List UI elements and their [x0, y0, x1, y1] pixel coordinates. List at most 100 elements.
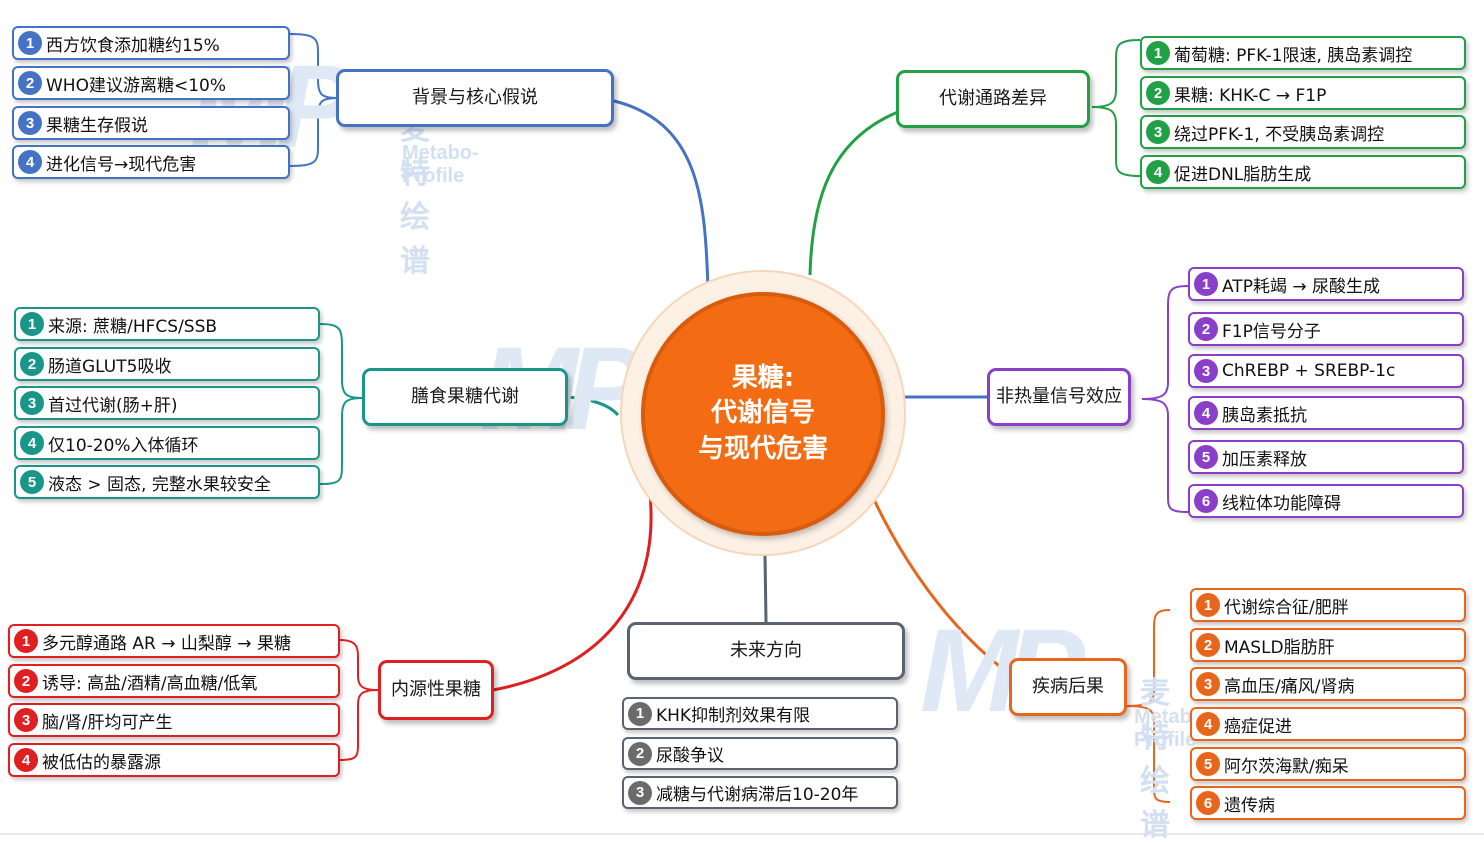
leaf-label: 葡萄糖: PFK-1限速, 胰岛素调控 [1174, 45, 1413, 66]
number-badge: 3 [1196, 672, 1220, 696]
leaf-signal-2[interactable]: 2 F1P信号分子 [1188, 312, 1464, 346]
leaf-endogenous-1[interactable]: 1 多元醇通路 AR → 山梨醇 → 果糖 [8, 624, 340, 658]
leaf-signal-3[interactable]: 3 ChREBP + SREBP-1c [1188, 354, 1464, 388]
branch-background[interactable]: 背景与核心假说 [336, 69, 614, 127]
leaf-disease-2[interactable]: 2 MASLD脂肪肝 [1190, 628, 1466, 662]
leaf-label: 西方饮食添加糖约15% [46, 35, 220, 56]
leaf-dietary-5[interactable]: 5 液态 > 固态, 完整水果较安全 [14, 465, 320, 499]
leaf-label: 促进DNL脂肪生成 [1174, 164, 1312, 185]
leaf-disease-3[interactable]: 3 高血压/痛风/肾病 [1190, 667, 1466, 701]
leaf-label: 绕过PFK-1, 不受胰岛素调控 [1174, 124, 1385, 145]
number-badge: 6 [1194, 489, 1218, 513]
number-badge: 2 [20, 352, 44, 376]
number-badge: 6 [1196, 791, 1220, 815]
connector-background [609, 98, 710, 289]
number-badge: 1 [20, 312, 44, 336]
leaf-signal-4[interactable]: 4 胰岛素抵抗 [1188, 396, 1464, 430]
number-badge: 2 [18, 71, 42, 95]
number-badge: 4 [1194, 401, 1218, 425]
leaf-disease-1[interactable]: 1 代谢综合征/肥胖 [1190, 588, 1466, 622]
branch-dietary[interactable]: 膳食果糖代谢 [362, 368, 568, 426]
leaf-label: 阿尔茨海默/痴呆 [1224, 756, 1349, 777]
leaf-future-2[interactable]: 2 尿酸争议 [622, 737, 898, 770]
leaf-metabolic-1[interactable]: 1 葡萄糖: PFK-1限速, 胰岛素调控 [1140, 36, 1466, 70]
connector-future [763, 554, 768, 623]
number-badge: 3 [20, 391, 44, 415]
number-badge: 2 [1146, 81, 1170, 105]
branch-disease[interactable]: 疾病后果 [1009, 658, 1127, 716]
number-badge: 1 [14, 629, 38, 653]
leaf-signal-6[interactable]: 6 线粒体功能障碍 [1188, 484, 1464, 518]
leaf-signal-5[interactable]: 5 加压素释放 [1188, 440, 1464, 474]
number-badge: 3 [14, 708, 38, 732]
branch-future[interactable]: 未来方向 [627, 622, 905, 680]
number-badge: 1 [1146, 41, 1170, 65]
bracket-metabolic [1091, 39, 1141, 177]
bracket-signal [1141, 285, 1189, 513]
leaf-background-1[interactable]: 1 西方饮食添加糖约15% [12, 26, 290, 60]
number-badge: 3 [1146, 120, 1170, 144]
number-badge: 3 [628, 780, 652, 805]
leaf-endogenous-2[interactable]: 2 诱导: 高盐/酒精/高血糖/低氧 [8, 664, 340, 698]
number-badge: 4 [1146, 160, 1170, 184]
connector-endogenous [492, 494, 653, 692]
number-badge: 4 [18, 150, 42, 174]
leaf-label: 尿酸争议 [656, 746, 724, 766]
number-badge: 1 [1196, 593, 1220, 617]
leaf-label: ChREBP + SREBP-1c [1222, 361, 1396, 381]
leaf-disease-5[interactable]: 5 阿尔茨海默/痴呆 [1190, 747, 1466, 781]
leaf-label: 液态 > 固态, 完整水果较安全 [48, 474, 271, 495]
number-badge: 4 [14, 748, 38, 772]
leaf-label: 肠道GLUT5吸收 [48, 356, 172, 377]
leaf-label: ATP耗竭 → 尿酸生成 [1222, 276, 1380, 297]
leaf-label: 来源: 蔗糖/HFCS/SSB [48, 316, 218, 337]
leaf-label: 脑/肾/肝均可产生 [42, 712, 173, 733]
leaf-disease-4[interactable]: 4 癌症促进 [1190, 707, 1466, 741]
center-topic[interactable]: 果糖: 代谢信号 与现代危害 [641, 292, 885, 536]
number-badge: 3 [18, 111, 42, 135]
leaf-metabolic-4[interactable]: 4 促进DNL脂肪生成 [1140, 155, 1466, 189]
leaf-label: 高血压/痛风/肾病 [1224, 676, 1355, 697]
leaf-dietary-2[interactable]: 2 肠道GLUT5吸收 [14, 347, 320, 381]
leaf-label: 癌症促进 [1224, 716, 1292, 737]
leaf-label: WHO建议游离糖<10% [46, 75, 227, 96]
leaf-signal-1[interactable]: 1 ATP耗竭 → 尿酸生成 [1188, 267, 1464, 301]
branch-endogenous[interactable]: 内源性果糖 [378, 660, 494, 720]
leaf-label: MASLD脂肪肝 [1224, 637, 1335, 658]
leaf-background-4[interactable]: 4 进化信号→现代危害 [12, 145, 290, 179]
leaf-endogenous-4[interactable]: 4 被低估的暴露源 [8, 743, 340, 777]
leaf-label: 加压素释放 [1222, 449, 1307, 470]
number-badge: 2 [628, 741, 652, 766]
leaf-future-3[interactable]: 3 减糖与代谢病滞后10-20年 [622, 776, 898, 809]
leaf-metabolic-3[interactable]: 3 绕过PFK-1, 不受胰岛素调控 [1140, 115, 1466, 149]
leaf-endogenous-3[interactable]: 3 脑/肾/肝均可产生 [8, 703, 340, 737]
leaf-future-1[interactable]: 1 KHK抑制剂效果有限 [622, 697, 898, 730]
number-badge: 2 [1194, 317, 1218, 341]
leaf-metabolic-2[interactable]: 2 果糖: KHK-C → F1P [1140, 76, 1466, 110]
number-badge: 1 [628, 701, 652, 726]
leaf-background-2[interactable]: 2 WHO建议游离糖<10% [12, 66, 290, 100]
leaf-label: 诱导: 高盐/酒精/高血糖/低氧 [42, 673, 258, 694]
leaf-label: F1P信号分子 [1222, 321, 1321, 342]
leaf-label: 果糖: KHK-C → F1P [1174, 85, 1327, 106]
leaf-dietary-4[interactable]: 4 仅10-20%入体循环 [14, 426, 320, 460]
leaf-label: 遗传病 [1224, 795, 1275, 816]
leaf-dietary-1[interactable]: 1 来源: 蔗糖/HFCS/SSB [14, 307, 320, 341]
branch-signal[interactable]: 非热量信号效应 [987, 368, 1131, 426]
branch-metabolic[interactable]: 代谢通路差异 [896, 70, 1090, 128]
leaf-disease-6[interactable]: 6 遗传病 [1190, 786, 1466, 820]
bracket-disease [1125, 609, 1171, 803]
number-badge: 2 [14, 669, 38, 693]
leaf-label: 减糖与代谢病滞后10-20年 [656, 785, 859, 805]
leaf-label: 进化信号→现代危害 [46, 154, 197, 175]
leaf-background-3[interactable]: 3 果糖生存假说 [12, 106, 290, 140]
number-badge: 1 [18, 31, 42, 55]
leaf-label: 线粒体功能障碍 [1222, 493, 1341, 514]
leaf-label: 多元醇通路 AR → 山梨醇 → 果糖 [42, 633, 291, 654]
number-badge: 3 [1194, 359, 1218, 383]
number-badge: 5 [1194, 445, 1218, 469]
leaf-dietary-3[interactable]: 3 首过代谢(肠+肝) [14, 386, 320, 420]
leaf-label: 胰岛素抵抗 [1222, 405, 1307, 426]
bracket-dietary [319, 323, 363, 485]
leaf-label: 果糖生存假说 [46, 115, 148, 136]
